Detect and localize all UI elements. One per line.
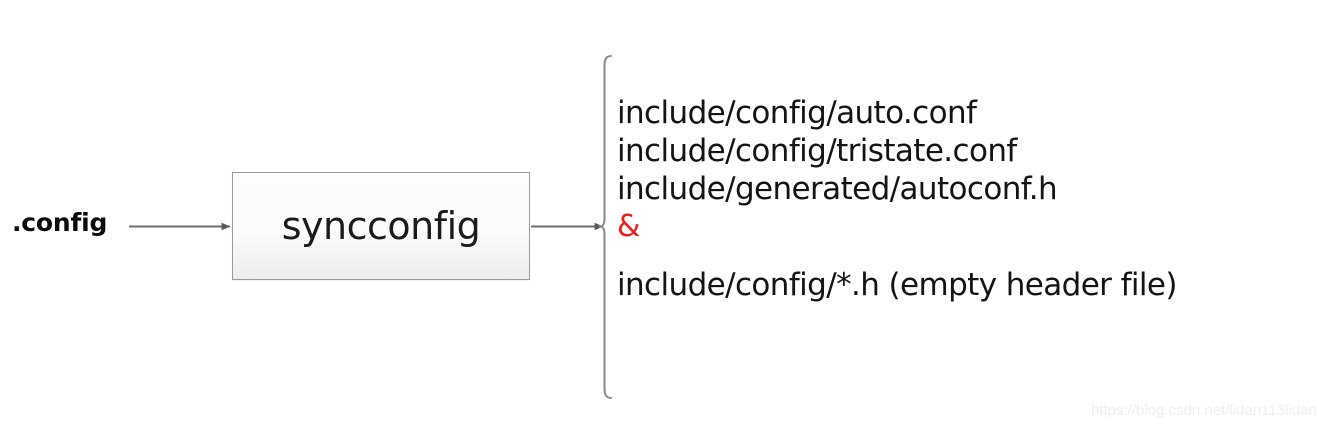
output-line-ampersand: & bbox=[617, 209, 640, 244]
output-group-bracket bbox=[598, 54, 613, 400]
output-line-tristate-conf: include/config/tristate.conf bbox=[617, 133, 1017, 169]
output-line-autoconf-h: include/generated/autoconf.h bbox=[617, 171, 1058, 207]
process-box-syncconfig[interactable]: syncconfig bbox=[232, 172, 530, 280]
watermark: https://blog.csdn.net/lidan113lidan bbox=[1091, 402, 1317, 419]
output-file-list: include/config/auto.conf include/config/… bbox=[617, 94, 1327, 304]
output-line-empty-header: include/config/*.h (empty header file) bbox=[617, 267, 1177, 303]
input-file-label: .config bbox=[12, 208, 108, 237]
process-box-label: syncconfig bbox=[281, 204, 481, 248]
output-line-auto-conf: include/config/auto.conf bbox=[617, 95, 977, 131]
